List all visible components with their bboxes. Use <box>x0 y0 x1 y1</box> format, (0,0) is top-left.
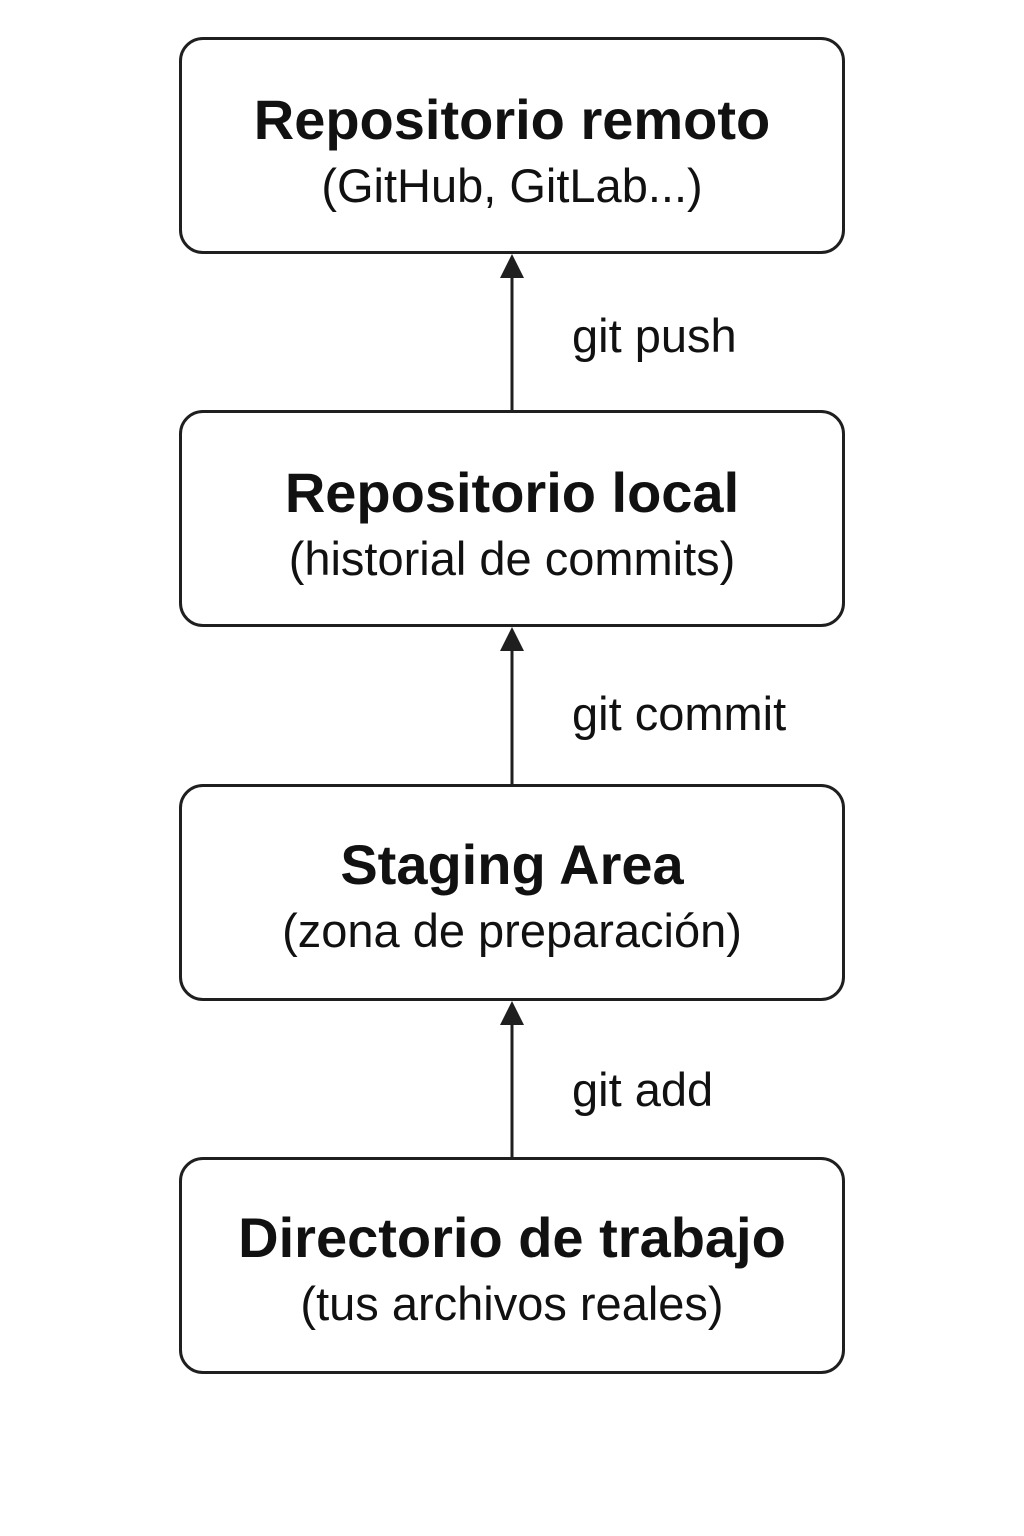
node-working-directory: Directorio de trabajo (tus archivos real… <box>179 1157 845 1374</box>
node-local-repository: Repositorio local (historial de commits) <box>179 410 845 627</box>
arrow-up-icon <box>500 254 524 278</box>
arrow-up-icon <box>500 1001 524 1025</box>
node-subtitle: (zona de preparación) <box>282 904 742 957</box>
node-subtitle: (historial de commits) <box>288 532 736 585</box>
arrow-git-commit <box>500 627 524 784</box>
arrow-up-icon <box>500 627 524 651</box>
node-remote-repository: Repositorio remoto (GitHub, GitLab...) <box>179 37 845 254</box>
node-subtitle: (GitHub, GitLab...) <box>321 159 703 212</box>
edge-label-git-add: git add <box>572 1063 714 1116</box>
node-subtitle: (tus archivos reales) <box>300 1277 724 1330</box>
edge-label-git-commit: git commit <box>572 687 787 740</box>
arrow-git-add <box>500 1001 524 1157</box>
arrow-git-push <box>500 254 524 410</box>
node-title: Repositorio local <box>284 461 740 524</box>
node-title: Staging Area <box>340 833 684 896</box>
node-staging-area: Staging Area (zona de preparación) <box>179 784 845 1001</box>
edge-label-git-push: git push <box>572 309 737 362</box>
node-title: Repositorio remoto <box>253 88 771 151</box>
node-title: Directorio de trabajo <box>238 1206 786 1269</box>
